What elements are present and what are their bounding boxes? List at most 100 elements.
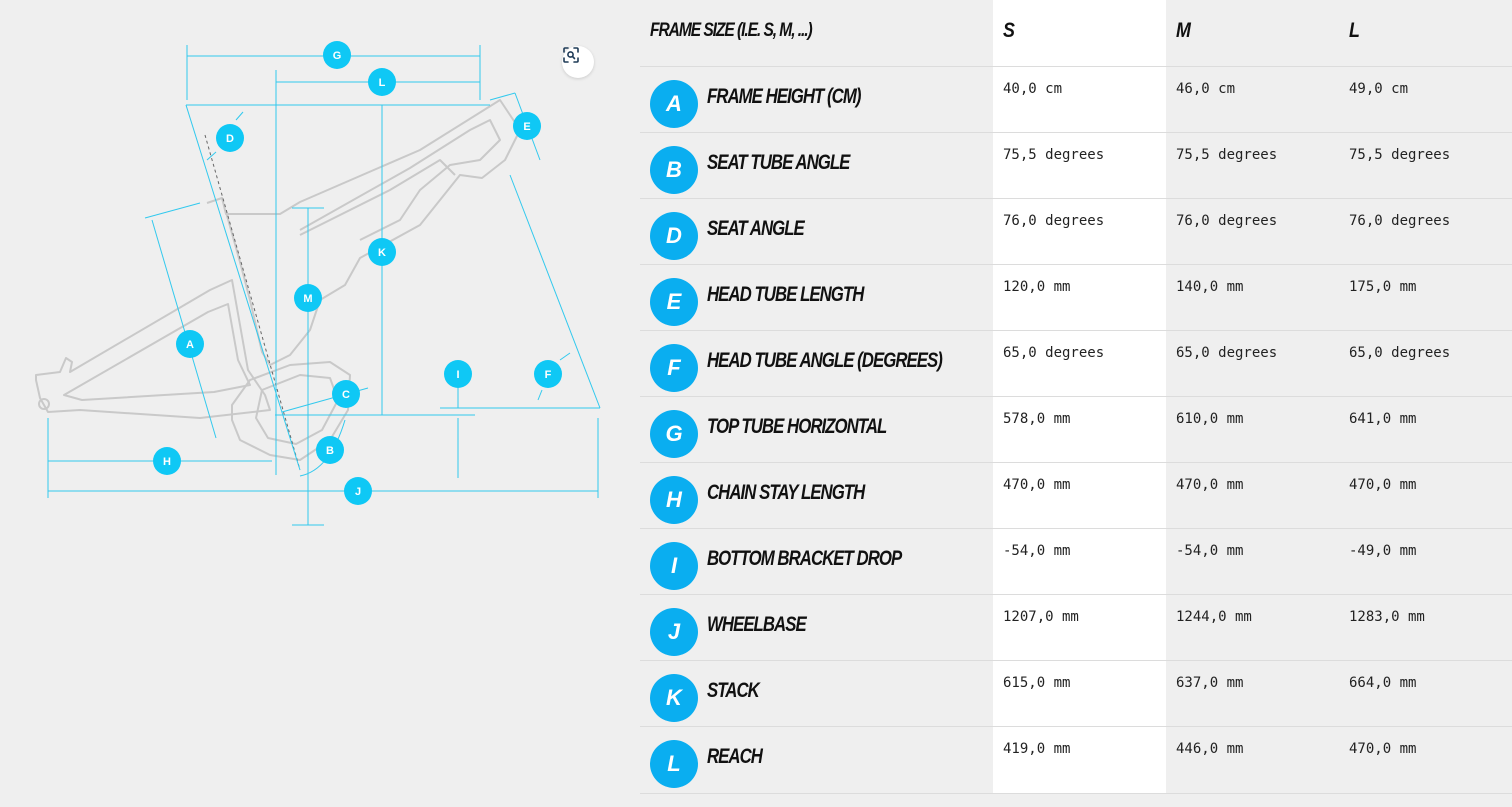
value-size-s: 615,0 mm bbox=[1003, 675, 1071, 691]
value-size-m: 75,5 degrees bbox=[1176, 147, 1278, 163]
value-size-s: 40,0 cm bbox=[1003, 81, 1063, 97]
marker-m: M bbox=[294, 284, 322, 312]
value-size-s: 120,0 mm bbox=[1003, 279, 1071, 295]
svg-text:C: C bbox=[342, 389, 350, 401]
frame-drawing: A B C D E F G H I J K L M bbox=[35, 41, 601, 526]
row-label: REACH bbox=[707, 745, 763, 768]
value-size-s: 419,0 mm bbox=[1003, 741, 1071, 757]
value-size-s: 578,0 mm bbox=[1003, 411, 1071, 427]
row-label: HEAD TUBE ANGLE (DEGREES) bbox=[707, 349, 943, 372]
svg-text:K: K bbox=[378, 247, 386, 259]
table-row: A FRAME HEIGHT (CM) 40,0 cm 46,0 cm 49,0 cm bbox=[640, 66, 1512, 133]
zoom-button[interactable] bbox=[562, 46, 594, 78]
value-size-s: 1207,0 mm bbox=[1003, 609, 1079, 625]
frame-outline bbox=[35, 99, 521, 461]
row-letter-badge: L bbox=[650, 740, 698, 788]
value-size-m: 46,0 cm bbox=[1176, 81, 1236, 97]
value-size-l: 76,0 degrees bbox=[1349, 213, 1451, 229]
svg-text:B: B bbox=[326, 445, 334, 457]
table-row: B SEAT TUBE ANGLE 75,5 degrees 75,5 degrees… bbox=[640, 132, 1512, 199]
diagram-markers: A B C D E F G H I J K L M bbox=[153, 41, 562, 505]
value-size-m: 65,0 degrees bbox=[1176, 345, 1278, 361]
marker-l: L bbox=[368, 68, 396, 96]
header-frame-size-label: FRAME SIZE (I.E. S, M, ...) bbox=[650, 20, 813, 41]
row-label: CHAIN STAY LENGTH bbox=[707, 481, 865, 504]
row-letter-badge: F bbox=[650, 344, 698, 392]
value-size-l: 75,5 degrees bbox=[1349, 147, 1451, 163]
svg-text:A: A bbox=[186, 339, 194, 351]
value-size-s: 470,0 mm bbox=[1003, 477, 1071, 493]
marker-j: J bbox=[344, 477, 372, 505]
svg-text:L: L bbox=[379, 77, 386, 89]
marker-a: A bbox=[176, 330, 204, 358]
value-size-m: 637,0 mm bbox=[1176, 675, 1244, 691]
value-size-m: 610,0 mm bbox=[1176, 411, 1244, 427]
marker-e: E bbox=[513, 112, 541, 140]
svg-text:E: E bbox=[523, 121, 530, 133]
value-size-l: 65,0 degrees bbox=[1349, 345, 1451, 361]
table-row: H CHAIN STAY LENGTH 470,0 mm 470,0 mm 470,0 … bbox=[640, 462, 1512, 529]
row-label: SEAT TUBE ANGLE bbox=[707, 151, 850, 174]
svg-text:H: H bbox=[163, 456, 171, 468]
marker-h: H bbox=[153, 447, 181, 475]
marker-g: G bbox=[323, 41, 351, 69]
row-letter-badge: D bbox=[650, 212, 698, 260]
value-size-l: 1283,0 mm bbox=[1349, 609, 1425, 625]
value-size-l: 470,0 mm bbox=[1349, 477, 1417, 493]
row-label: WHEELBASE bbox=[707, 613, 807, 636]
svg-text:D: D bbox=[226, 133, 234, 145]
row-label: SEAT ANGLE bbox=[707, 217, 805, 240]
value-size-s: -54,0 mm bbox=[1003, 543, 1071, 559]
row-letter-badge: B bbox=[650, 146, 698, 194]
table-row: I BOTTOM BRACKET DROP -54,0 mm -54,0 mm -49,… bbox=[640, 528, 1512, 595]
row-letter-badge: H bbox=[650, 476, 698, 524]
marker-b: B bbox=[316, 436, 344, 464]
value-size-s: 65,0 degrees bbox=[1003, 345, 1105, 361]
row-label: BOTTOM BRACKET DROP bbox=[707, 547, 902, 570]
row-letter-badge: I bbox=[650, 542, 698, 590]
value-size-m: 446,0 mm bbox=[1176, 741, 1244, 757]
row-label: FRAME HEIGHT (CM) bbox=[707, 85, 861, 108]
table-header: FRAME SIZE (I.E. S, M, ...) S M L bbox=[640, 0, 1512, 66]
value-size-l: 641,0 mm bbox=[1349, 411, 1417, 427]
svg-text:M: M bbox=[303, 293, 312, 305]
marker-c: C bbox=[332, 380, 360, 408]
svg-text:F: F bbox=[545, 369, 552, 381]
header-size-m: M bbox=[1176, 19, 1191, 42]
value-size-l: 49,0 cm bbox=[1349, 81, 1409, 97]
svg-text:J: J bbox=[355, 486, 361, 498]
row-letter-badge: J bbox=[650, 608, 698, 656]
geometry-diagram: A B C D E F G H I J K L M bbox=[0, 0, 640, 807]
value-size-l: 470,0 mm bbox=[1349, 741, 1417, 757]
row-letter-badge: A bbox=[650, 80, 698, 128]
table-row: F HEAD TUBE ANGLE (DEGREES) 65,0 degrees 65… bbox=[640, 330, 1512, 397]
value-size-s: 75,5 degrees bbox=[1003, 147, 1105, 163]
header-size-s: S bbox=[1003, 19, 1015, 42]
value-size-l: 175,0 mm bbox=[1349, 279, 1417, 295]
row-letter-badge: E bbox=[650, 278, 698, 326]
table-row: J WHEELBASE 1207,0 mm 1244,0 mm 1283,0 mm bbox=[640, 594, 1512, 661]
table-row: L REACH 419,0 mm 446,0 mm 470,0 mm bbox=[640, 726, 1512, 794]
svg-text:I: I bbox=[456, 369, 459, 381]
row-label: HEAD TUBE LENGTH bbox=[707, 283, 864, 306]
svg-text:G: G bbox=[333, 50, 342, 62]
marker-i: I bbox=[444, 360, 472, 388]
row-label: TOP TUBE HORIZONTAL bbox=[707, 415, 887, 438]
table-row: E HEAD TUBE LENGTH 120,0 mm 140,0 mm 175,0 m… bbox=[640, 264, 1512, 331]
value-size-l: 664,0 mm bbox=[1349, 675, 1417, 691]
marker-d: D bbox=[216, 124, 244, 152]
marker-k: K bbox=[368, 238, 396, 266]
value-size-s: 76,0 degrees bbox=[1003, 213, 1105, 229]
geometry-table: FRAME SIZE (I.E. S, M, ...) S M L A FRAME… bbox=[640, 0, 1512, 807]
zoom-icon bbox=[563, 47, 579, 63]
value-size-m: 140,0 mm bbox=[1176, 279, 1244, 295]
header-size-l: L bbox=[1349, 19, 1360, 42]
value-size-m: 1244,0 mm bbox=[1176, 609, 1252, 625]
value-size-l: -49,0 mm bbox=[1349, 543, 1417, 559]
value-size-m: -54,0 mm bbox=[1176, 543, 1244, 559]
row-letter-badge: K bbox=[650, 674, 698, 722]
value-size-m: 470,0 mm bbox=[1176, 477, 1244, 493]
